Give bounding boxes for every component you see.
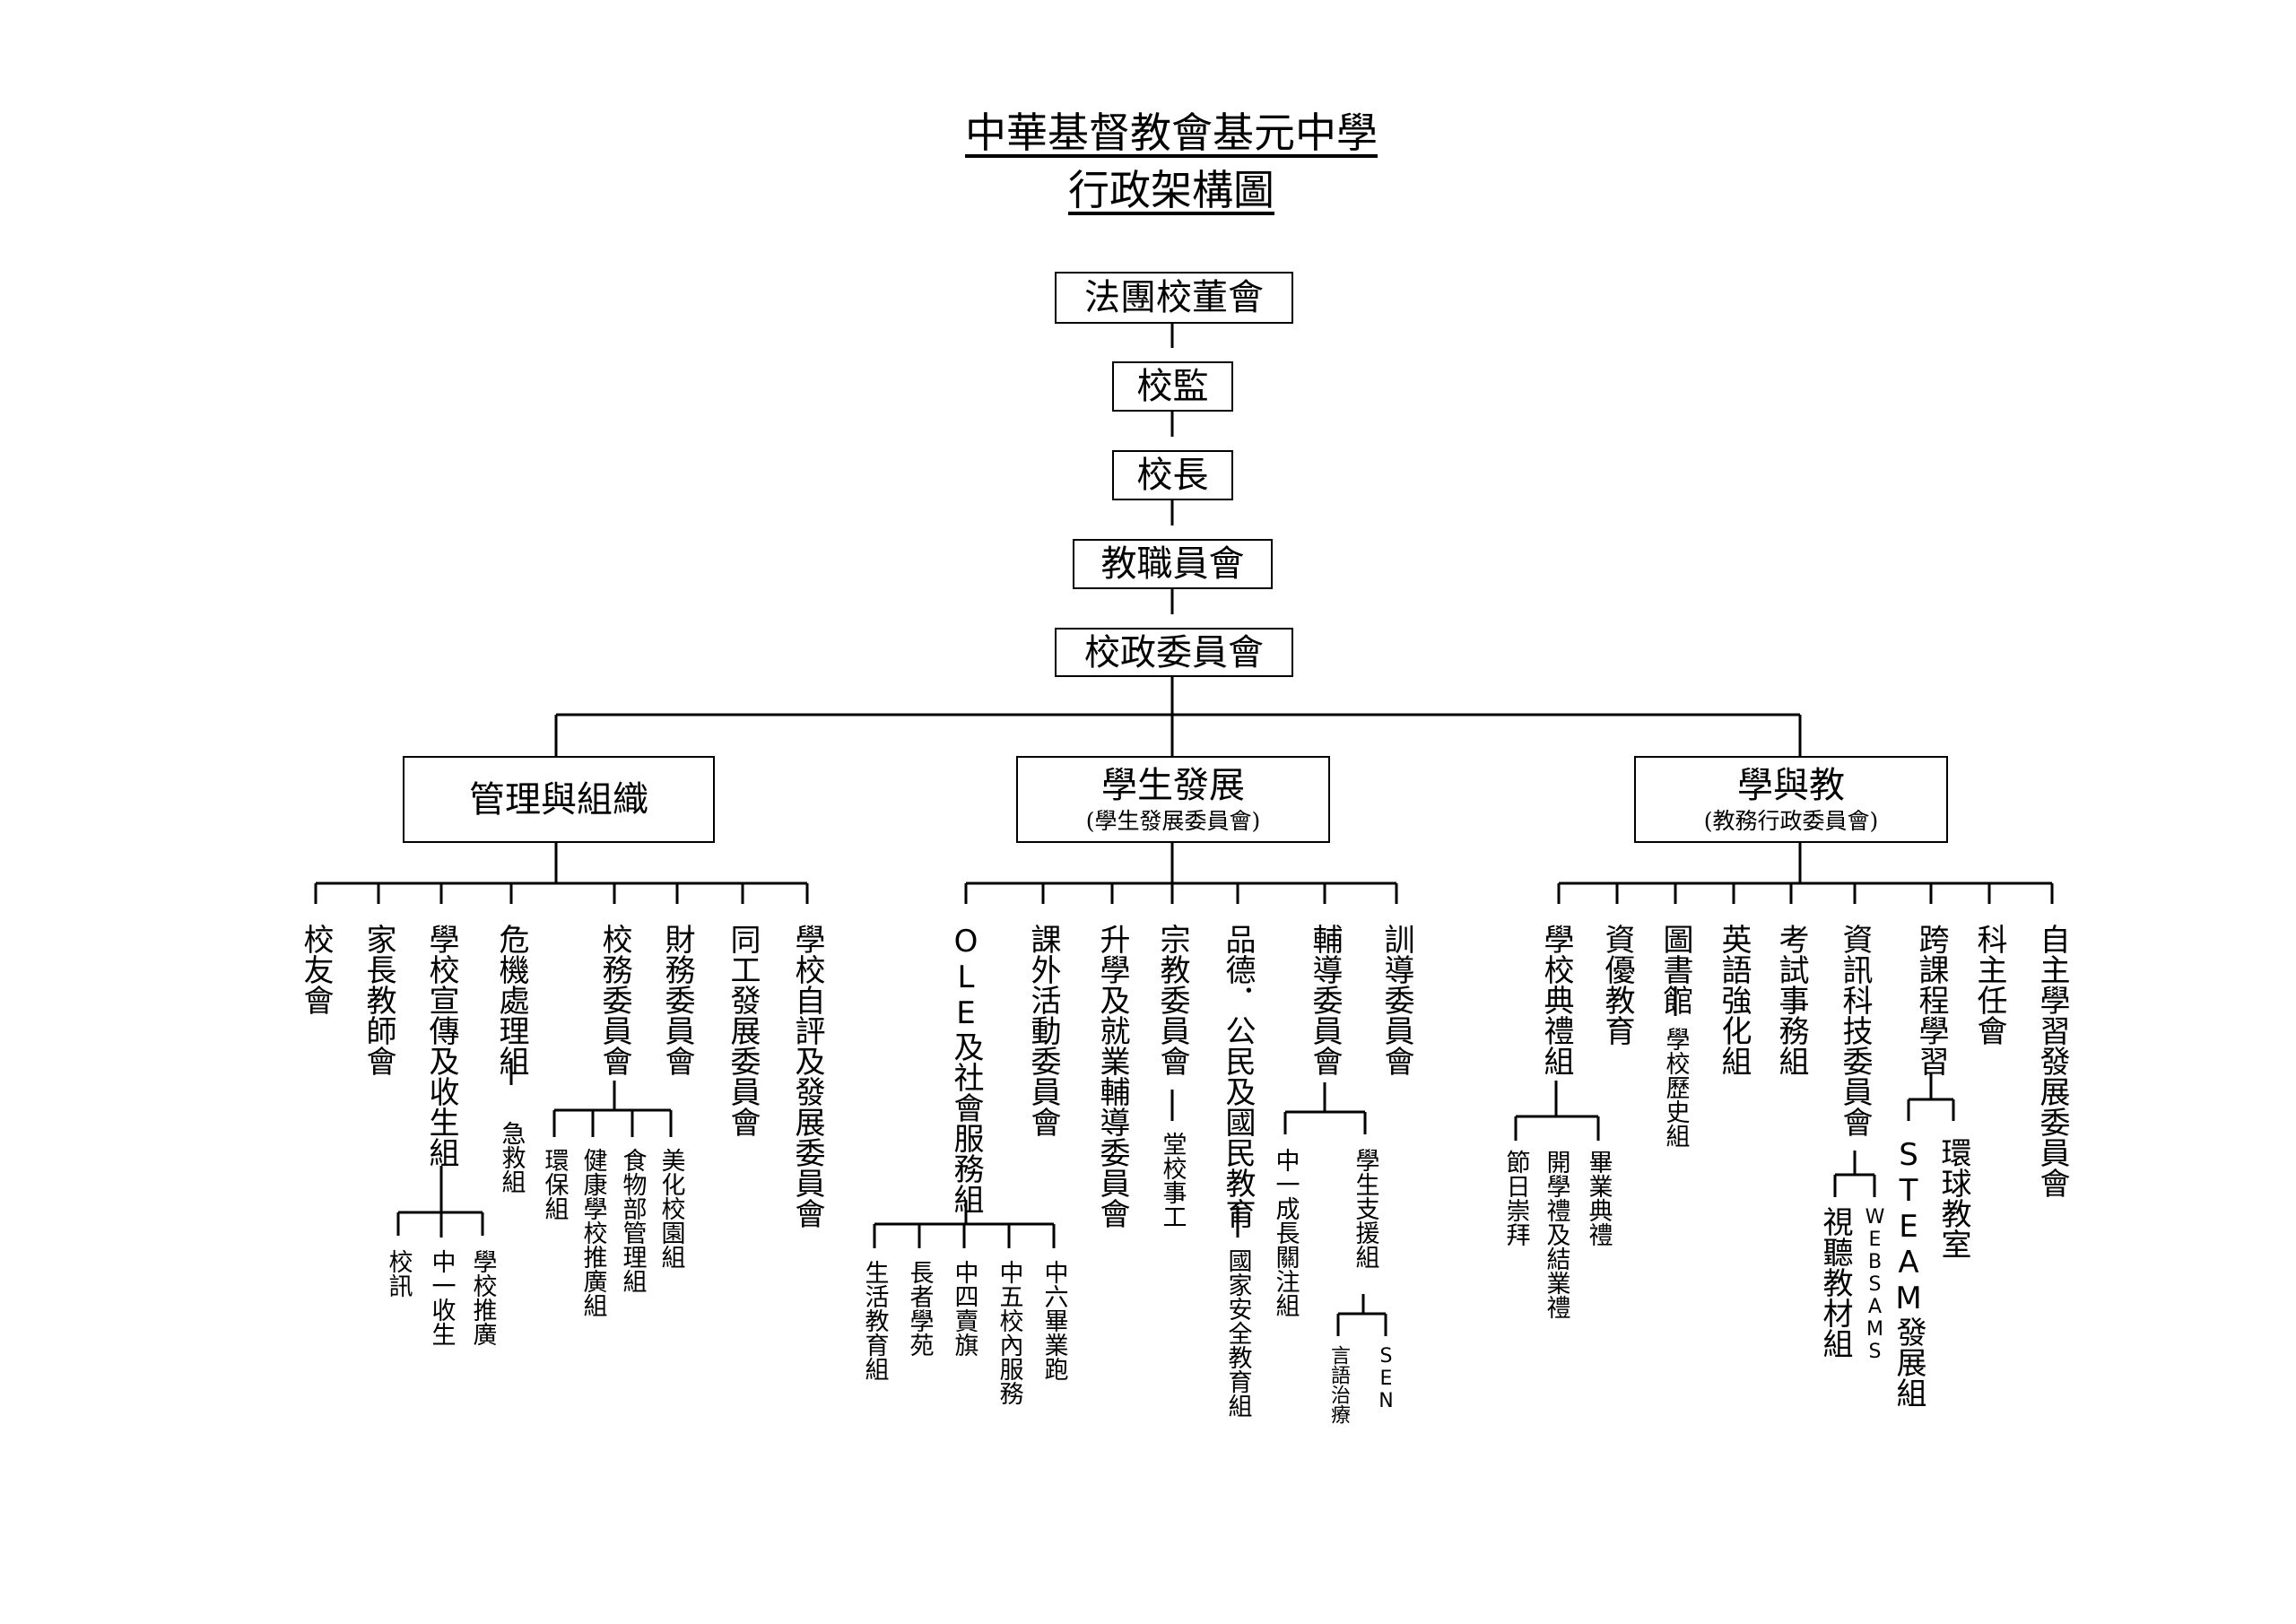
student-development-label: 學生發展 xyxy=(1101,764,1245,806)
graduation-ceremony: 畢業典禮 xyxy=(1584,1150,1613,1246)
moral-civic-national-education: 品德．公民及國民教育 xyxy=(1220,924,1256,1229)
self-directed-learning-committee: 自主學習發展委員會 xyxy=(2034,924,2070,1198)
parent-teacher-association: 家長教師會 xyxy=(361,924,396,1076)
learning-teaching-sublabel: (教務行政委員會) xyxy=(1703,807,1879,834)
gifted-education: 資優教育 xyxy=(1599,924,1635,1046)
crisis-management-group: 危機處理組 xyxy=(493,924,529,1076)
religious-committee: 宗教委員會 xyxy=(1154,924,1190,1076)
healthy-school-group: 健康學校推廣組 xyxy=(578,1148,607,1317)
student-support-group: 學生支援組 xyxy=(1351,1148,1379,1269)
alumni-association: 校友會 xyxy=(298,924,334,1015)
panel-heads-meeting: 科主任會 xyxy=(1971,924,2007,1046)
opening-closing-ceremony: 開學禮及結業禮 xyxy=(1542,1150,1570,1319)
library: 圖書館 xyxy=(1657,924,1693,1015)
school-promotion: 學校推廣 xyxy=(468,1249,497,1346)
global-classroom: 環球教室 xyxy=(1935,1137,1971,1259)
elder-academy: 長者學苑 xyxy=(905,1260,934,1357)
campus-beautification-group: 美化校園組 xyxy=(657,1148,685,1269)
school-ceremony-group: 學校典禮組 xyxy=(1538,924,1574,1076)
student-development-sublabel: (學生發展委員會) xyxy=(1085,807,1261,834)
first-aid-group: 急救組 xyxy=(497,1121,526,1194)
s1-admission: 中一收生 xyxy=(427,1249,456,1346)
environmental-group: 環保組 xyxy=(540,1148,569,1220)
page-title: 中華基督教會基元中學 xyxy=(965,109,1378,157)
websams: WEBSAMS xyxy=(1864,1206,1886,1363)
cross-curricular-learning: 跨課程學習 xyxy=(1913,924,1949,1076)
english-enhancement-group: 英語強化組 xyxy=(1716,924,1752,1076)
s4-flag-day: 中四賣旗 xyxy=(950,1260,978,1357)
s5-school-service: 中五校內服務 xyxy=(995,1260,1023,1405)
sen-support: SEN xyxy=(1375,1345,1397,1412)
school-history-group: 學校歷史組 xyxy=(1661,1027,1690,1148)
festival-worship: 節日崇拜 xyxy=(1501,1150,1530,1246)
principal-box: 校長 xyxy=(1112,450,1233,500)
ole-community-service-group: OLE及社會服務組 xyxy=(948,924,984,1214)
school-newsletter: 校訊 xyxy=(384,1249,413,1298)
s1-growth-concern-group: 中一成長關注組 xyxy=(1271,1148,1300,1317)
audio-visual-group: 視聽教材組 xyxy=(1817,1206,1853,1359)
management-organization-box: 管理與組織 xyxy=(403,756,715,843)
steam-development-group: STEAM發展組 xyxy=(1891,1137,1926,1408)
national-security-education-group: 國家安全教育組 xyxy=(1223,1248,1252,1418)
self-evaluation-committee: 學校自評及發展委員會 xyxy=(789,924,825,1229)
staff-council-box: 教職員會 xyxy=(1073,539,1273,589)
learning-teaching-label: 學與教 xyxy=(1737,764,1845,806)
page-subtitle: 行政架構圖 xyxy=(1068,166,1274,214)
tuck-shop-group: 食物部管理組 xyxy=(618,1148,647,1293)
school-admin-committee-box: 校政委員會 xyxy=(1055,628,1293,677)
promotion-admission-group: 學校宣傳及收生組 xyxy=(423,924,459,1168)
student-development-box: 學生發展 (學生發展委員會) xyxy=(1016,756,1330,843)
s6-graduation-run: 中六畢業跑 xyxy=(1039,1260,1068,1381)
careers-guidance-committee: 升學及就業輔導委員會 xyxy=(1094,924,1130,1229)
it-committee: 資訊科技委員會 xyxy=(1837,924,1873,1137)
staff-development-committee: 同工發展委員會 xyxy=(725,924,761,1137)
guidance-committee: 輔導委員會 xyxy=(1307,924,1343,1076)
life-education-group: 生活教育組 xyxy=(860,1260,889,1381)
examination-affairs-group: 考試事務組 xyxy=(1773,924,1809,1076)
finance-committee: 財務委員會 xyxy=(659,924,695,1076)
speech-therapy: 言語治療 xyxy=(1327,1345,1350,1424)
discipline-committee: 訓導委員會 xyxy=(1378,924,1414,1076)
school-affairs-committee: 校務委員會 xyxy=(596,924,632,1076)
church-school-ministry: 堂校事工 xyxy=(1158,1132,1187,1229)
supervisor-box: 校監 xyxy=(1112,361,1233,412)
extracurricular-committee: 課外活動委員會 xyxy=(1025,924,1061,1137)
board-of-managers-box: 法團校董會 xyxy=(1055,272,1293,324)
management-label: 管理與組織 xyxy=(469,778,648,821)
learning-teaching-box: 學與教 (教務行政委員會) xyxy=(1634,756,1948,843)
